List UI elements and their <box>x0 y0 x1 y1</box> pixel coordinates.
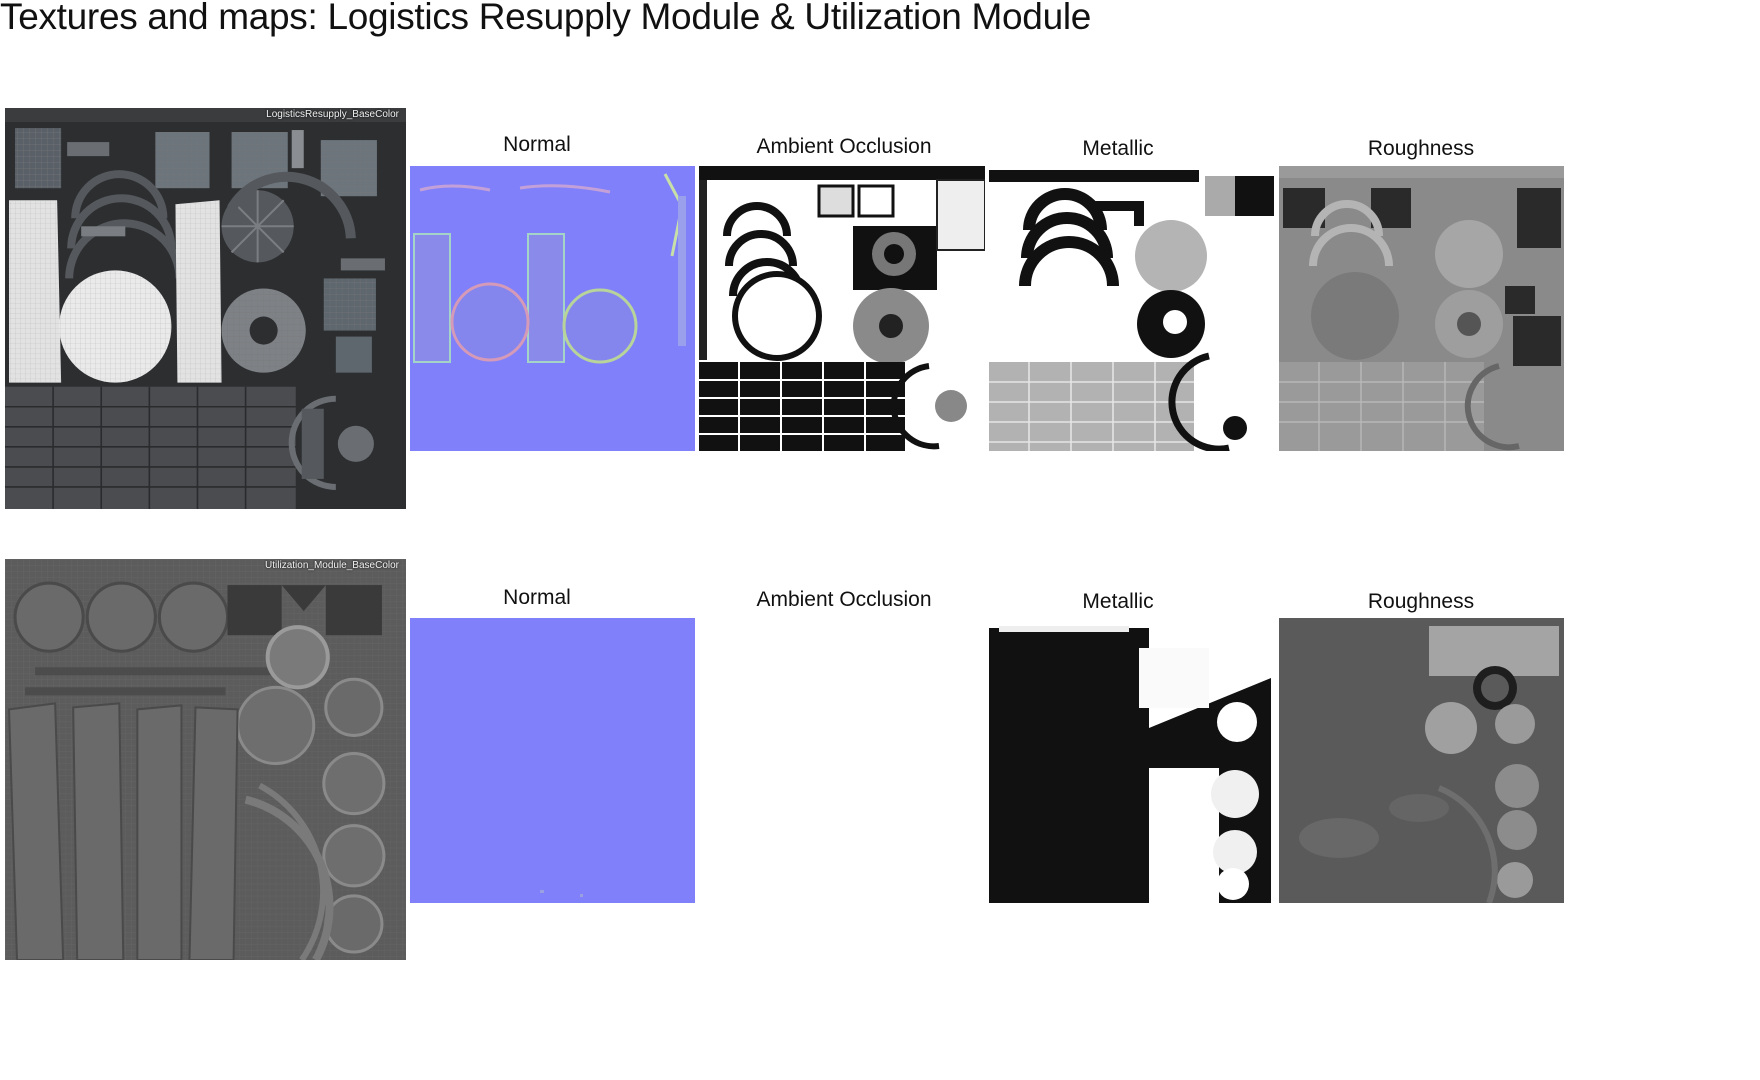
page-title: Textures and maps: Logistics Resupply Mo… <box>0 0 1092 37</box>
logistics-base-color-texture: LogisticsResupply_BaseColor <box>5 108 406 509</box>
map-label-metallic: Metallic <box>1082 590 1154 613</box>
metallic-map-thumbnail <box>989 618 1271 903</box>
utilization-base-color-texture: Utilization_Module_BaseColor <box>5 559 406 960</box>
utilization-ambient-occlusion-map <box>699 618 985 903</box>
utilization-normal-map <box>410 618 695 903</box>
utilization-metallic-map <box>989 618 1271 903</box>
utilization-base-color-image <box>5 559 406 960</box>
map-label-roughness: Roughness <box>1367 590 1475 613</box>
base-color-label: Utilization_Module_BaseColor <box>265 560 399 571</box>
logistics-roughness-map <box>1279 166 1564 451</box>
map-label-roughness: Roughness <box>1367 137 1475 160</box>
ambient-occlusion-map-thumbnail <box>699 618 985 903</box>
map-label-ambient-occlusion: Ambient Occlusion <box>756 588 932 611</box>
map-label-ambient-occlusion: Ambient Occlusion <box>756 135 932 158</box>
utilization-roughness-map <box>1279 618 1564 903</box>
roughness-map-thumbnail <box>1279 166 1564 451</box>
ambient-occlusion-map-thumbnail <box>699 166 985 451</box>
map-label-normal: Normal <box>503 133 571 156</box>
map-label-metallic: Metallic <box>1082 137 1154 160</box>
map-label-normal: Normal <box>503 586 571 609</box>
normal-map-thumbnail <box>410 618 695 903</box>
logistics-metallic-map <box>989 166 1274 451</box>
logistics-normal-map <box>410 166 695 451</box>
normal-map-thumbnail <box>410 166 695 451</box>
logistics-base-color-image <box>5 108 406 509</box>
base-color-label: LogisticsResupply_BaseColor <box>266 109 399 120</box>
logistics-ambient-occlusion-map <box>699 166 985 451</box>
roughness-map-thumbnail <box>1279 618 1564 903</box>
metallic-map-thumbnail <box>989 166 1274 451</box>
